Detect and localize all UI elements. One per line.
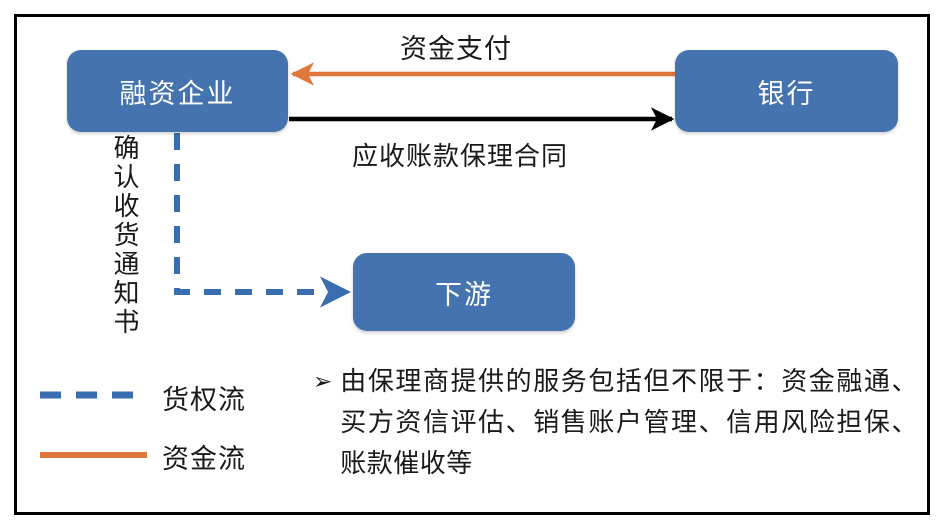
note-text: 由保理商提供的服务包括但不限于：资金融通、买方资信评估、销售账户管理、信用风险担…	[340, 367, 918, 478]
legend-item-funds-flow-label: 资金流	[162, 444, 246, 474]
goods-receipt-connector	[174, 133, 352, 308]
node-bank-label: 银行	[757, 78, 816, 109]
node-financing-enterprise-label: 融资企业	[119, 78, 236, 109]
bullet-arrow-icon: ➢	[313, 369, 333, 394]
node-downstream-label: 下游	[435, 279, 493, 310]
node-financing-enterprise[interactable]: 融资企业	[67, 50, 288, 132]
edge-label-goods-receipt-notice: 确认收货通知书	[110, 134, 139, 337]
node-bank[interactable]: 银行	[675, 50, 898, 132]
note-block: ➢ 由保理商提供的服务包括但不限于：资金融通、买方资信评估、销售账户管理、信用风…	[313, 361, 918, 484]
node-downstream[interactable]: 下游	[353, 253, 575, 331]
edge-label-funds-payment: 资金支付	[400, 34, 512, 64]
edge-label-factoring-contract: 应收账款保理合同	[352, 142, 569, 171]
diagram-frame-border	[14, 14, 930, 515]
legend-item-goods-flow-label: 货权流	[162, 385, 246, 415]
